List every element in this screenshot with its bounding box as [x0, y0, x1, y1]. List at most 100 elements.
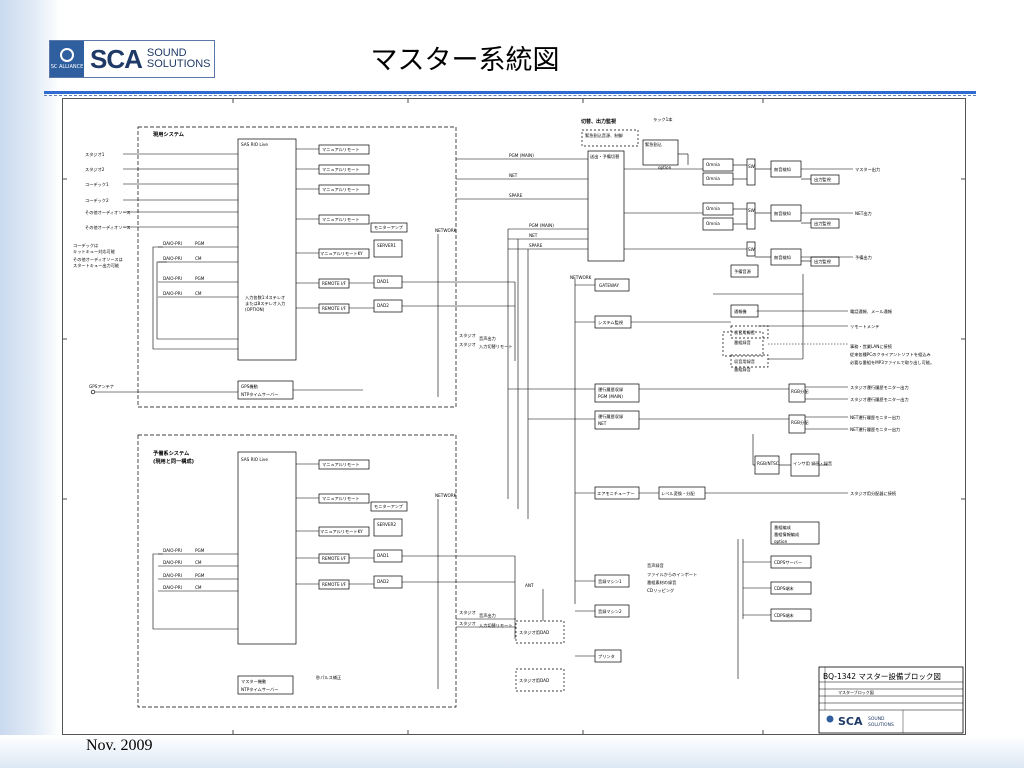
- diagram-label: SAS RIO Live: [241, 457, 268, 462]
- diagram-label: マスター出力: [855, 166, 880, 173]
- diagram-label: Omnia: [706, 162, 720, 167]
- diagram-label: スタジオ運行履歴モニター出力: [850, 384, 909, 391]
- diagram-label: スタジオ2: [85, 166, 105, 173]
- diagram-label: その他オーディオソース: [85, 209, 131, 216]
- title-dashed-rule: [44, 95, 976, 96]
- diagram-connector: [826, 715, 834, 723]
- diagram-label: DAIO-PRI: [163, 291, 182, 296]
- diagram-label: SW: [748, 208, 755, 213]
- diagram-block: [788, 414, 806, 434]
- diagram-label: NET: [598, 421, 607, 426]
- diagram-label: Omnia: [706, 176, 720, 181]
- logo-brand: SCA: [90, 43, 143, 74]
- diagram-label: DAIO-PRI: [163, 256, 182, 261]
- diagram-label: 現用システム: [153, 130, 184, 138]
- diagram-label: または8ステレオ入力: [245, 300, 285, 307]
- diagram-block: [370, 222, 408, 233]
- diagram-label: SOLUTIONS: [868, 722, 894, 728]
- diagram-label: SAS RIO Live: [241, 142, 268, 147]
- diagram-label: DAIO-PRI: [163, 573, 182, 578]
- diagram-label: 従来各種PCのクライアントソフトを組込み: [850, 351, 931, 358]
- diagram-label: ファイルからのインポート: [647, 571, 697, 578]
- diagram-block: [318, 493, 370, 504]
- diagram-label: DAIO-PRI: [163, 276, 182, 281]
- diagram-label: 通報機: [734, 308, 747, 315]
- diagram-label: マスター機動: [241, 678, 266, 685]
- diagram-block: [770, 521, 820, 545]
- diagram-block: [746, 202, 756, 230]
- diagram-label: 番組録音: [734, 366, 751, 373]
- diagram-label: GPS機動: [241, 383, 258, 390]
- diagram-label: マニュアルリモート: [322, 187, 360, 193]
- diagram-label: BQ-1342 マスター設備ブロック図: [823, 671, 941, 681]
- diagram-label: コーデックは: [73, 242, 98, 249]
- diagram-label: SCA: [838, 715, 863, 728]
- diagram-block: [318, 248, 370, 259]
- diagram-block: [373, 239, 403, 258]
- diagram-block: [318, 184, 370, 195]
- diagram-label: 入力各数1:4ステレオ: [245, 294, 285, 301]
- diagram-label: マニュアルリモートKY: [320, 251, 363, 257]
- diagram-label: 緊急割込: [645, 141, 663, 148]
- diagram-label: PGM: [195, 276, 205, 281]
- diagram-label: マニュアルリモート: [322, 462, 360, 468]
- diagram-block: [137, 126, 457, 408]
- diagram-label: RGB分配: [791, 419, 809, 426]
- diagram-label: DAD2: [377, 303, 389, 308]
- diagram-label: その他オーディオソースは: [73, 256, 123, 263]
- diagram-label: 秒パルス補正: [316, 674, 341, 681]
- diagram-block: [730, 264, 759, 278]
- sca-logo-icon: SC ALLIANCE: [50, 41, 84, 77]
- diagram-label: NET: [509, 173, 518, 178]
- diagram-label: 電話通報、メール通報: [850, 308, 893, 315]
- title-block: BQ-1342 マスター設備ブロック図 マスターブロック図 SCA SOUND …: [818, 666, 964, 734]
- diagram-label: 運行履歴収録: [598, 386, 624, 393]
- diagram-block: [237, 675, 294, 695]
- diagram-label: スタジオ: [459, 332, 476, 339]
- diagram-label: 番組録音: [734, 339, 751, 346]
- diagram-block: [730, 325, 769, 339]
- diagram-block: [788, 383, 806, 403]
- diagram-label: SERVER1: [377, 243, 396, 248]
- diagram-label: 入力切替リモート: [479, 622, 513, 629]
- diagram-label: PGM: [195, 573, 205, 578]
- diagram-block: [237, 451, 297, 645]
- diagram-label: NETWORK: [435, 228, 457, 233]
- diagram-label: REMOTE I/F: [322, 306, 347, 311]
- diagram-label: スタジオ: [459, 620, 476, 627]
- diagram-block: [515, 668, 565, 692]
- diagram-label: PGM (MAIN): [509, 153, 534, 158]
- diagram-label: スタジオ用DAD: [519, 677, 549, 684]
- diagram-label: CDPSサーバー: [774, 560, 802, 566]
- diagram-label: (OPTION): [245, 307, 265, 312]
- footer-date: Nov. 2009: [86, 737, 153, 754]
- diagram-label: DAD2: [377, 579, 389, 584]
- diagram-label: 出力監視: [814, 258, 832, 265]
- diagram-label: PGM: [195, 548, 205, 553]
- diagram-label: 音声出力: [479, 335, 496, 342]
- diagram-label: エアモニチューナー: [597, 491, 635, 497]
- diagram-label: SPARE: [509, 193, 523, 198]
- diagram-label: CM: [195, 256, 202, 261]
- diagram-label: option: [774, 539, 788, 544]
- diagram-label: 無音検知: [774, 166, 791, 173]
- slide-background-gradient: [0, 0, 60, 768]
- diagram-label: SW: [748, 164, 755, 169]
- diagram-block: [318, 553, 350, 564]
- diagram-block: [722, 331, 764, 357]
- diagram-label: スタジオ運行履歴モニター出力: [850, 396, 909, 403]
- diagram-block: [642, 139, 679, 166]
- diagram-label: RGB/NTSC: [757, 461, 779, 466]
- diagram-label: キットキュー対応可能: [73, 248, 116, 255]
- diagram-label: (現用と同一構成): [153, 457, 194, 465]
- slide-bottom-gradient: [0, 735, 1024, 768]
- diagram-label: NTPタイムサーバー: [241, 686, 278, 693]
- diagram-label: SW: [748, 247, 755, 252]
- diagram-label: 必要な番組をMP3ファイルで取り出し可能。: [850, 359, 934, 366]
- title-underline: [44, 91, 976, 94]
- diagram-label: 無音検知: [774, 254, 791, 261]
- diagram-label: ラック1本: [653, 116, 673, 123]
- diagram-label: PGM (MAIN): [598, 394, 623, 399]
- diagram-label: マニュアルリモート: [322, 167, 360, 173]
